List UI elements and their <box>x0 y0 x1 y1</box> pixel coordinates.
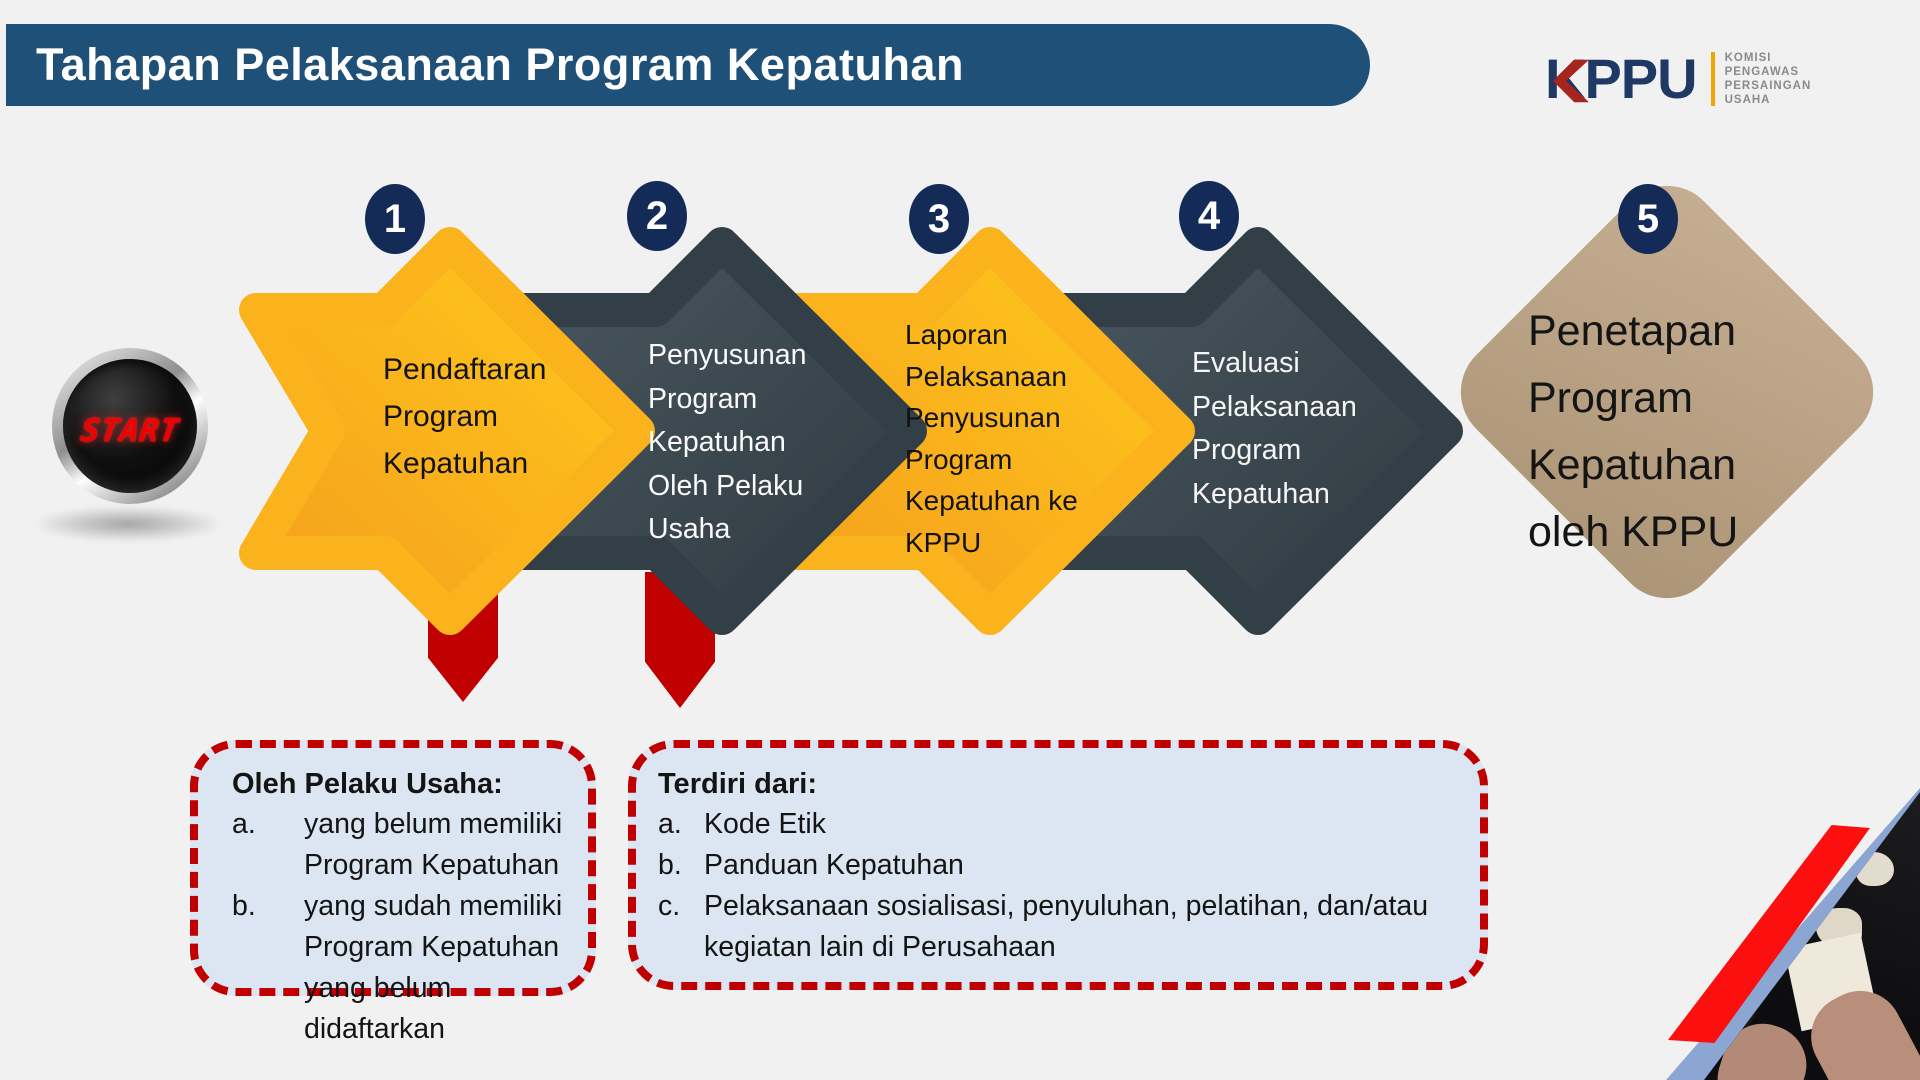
header-bar: Tahapan Pelaksanaan Program Kepatuhan <box>6 24 1370 106</box>
callout-title: Terdiri dari: <box>658 768 817 800</box>
logo-tagline-line: PENGAWAS <box>1724 65 1800 78</box>
callout-item-marker: c. <box>658 890 681 922</box>
logo-tagline-line: USAHA <box>1724 93 1771 106</box>
step-2-number-badge: 2 <box>627 181 687 251</box>
step-number: 4 <box>1197 193 1221 238</box>
step-1-label: Pendaftaran Program Kepatuhan <box>383 353 547 480</box>
step-1-number-badge: 1 <box>365 184 425 254</box>
logo-k-chevron-icon <box>1553 59 1589 103</box>
logo-brand-text: KPPU <box>1545 47 1698 110</box>
callout-item-marker: a. <box>232 808 256 840</box>
kppu-logo: KPPU KOMISI PENGAWAS PERSAINGAN USAHA <box>1545 48 1811 110</box>
logo-brand-wrap: KPPU <box>1545 47 1698 110</box>
step-2-label: Penyusunan Program Kepatuhan Oleh Pelaku… <box>648 339 807 545</box>
callout-item-text: Pelaksanaan sosialisasi, penyuluhan, pel… <box>704 890 1429 963</box>
callout-item: a. yang belum memiliki Program Kepatuhan <box>232 804 568 886</box>
logo-tagline-line: KOMISI <box>1724 51 1772 64</box>
step-number: 5 <box>1636 196 1660 241</box>
step-number: 2 <box>645 193 669 238</box>
step-3-number-badge: 3 <box>909 184 969 254</box>
callout-item-text: yang sudah memiliki Program Kepatuhan ya… <box>304 890 563 1045</box>
logo-tagline-line: PERSAINGAN <box>1724 79 1812 92</box>
callout-item: a. Kode Etik <box>658 804 1456 845</box>
logo-tagline: KOMISI PENGAWAS PERSAINGAN USAHA <box>1725 48 1812 110</box>
start-button[interactable]: START <box>52 348 208 504</box>
callout-item-text: yang belum memiliki Program Kepatuhan <box>304 808 563 881</box>
callout-item-marker: b. <box>658 849 682 881</box>
step-4-number-badge: 4 <box>1179 181 1239 251</box>
callout-item-text: Panduan Kepatuhan <box>704 849 964 881</box>
step-1-arrow-shape <box>239 227 655 635</box>
callout-item: b. Panduan Kepatuhan <box>658 845 1456 886</box>
step-number: 1 <box>383 196 407 241</box>
callout-item: c. Pelaksanaan sosialisasi, penyuluhan, … <box>658 886 1456 968</box>
step-number: 3 <box>927 196 951 241</box>
callout-box-terdiri-dari: Terdiri dari: a. Kode Etik b. Panduan Ke… <box>628 740 1488 990</box>
step-5-label: Penetapan Program Kepatuhan oleh KPPU <box>1528 307 1739 556</box>
callout-item: b. yang sudah memiliki Program Kepatuhan… <box>232 886 568 1050</box>
step-4-label: Evaluasi Pelaksanaan Program Kepatuhan <box>1192 347 1357 510</box>
callout-item-marker: b. <box>232 890 256 922</box>
step-3-label: Laporan Pelaksanaan Penyusunan Program K… <box>905 319 1078 558</box>
slide-title: Tahapan Pelaksanaan Program Kepatuhan <box>36 39 964 90</box>
callout-item-marker: a. <box>658 808 682 840</box>
step-5-number-badge: 5 <box>1618 184 1678 254</box>
callout-box-pelaku-usaha: Oleh Pelaku Usaha: a. yang belum memilik… <box>190 740 596 1045</box>
start-button-shadow <box>32 506 224 542</box>
logo-divider <box>1710 52 1715 106</box>
callout-title: Oleh Pelaku Usaha: <box>232 768 503 800</box>
callout-item-text: Kode Etik <box>704 808 826 840</box>
